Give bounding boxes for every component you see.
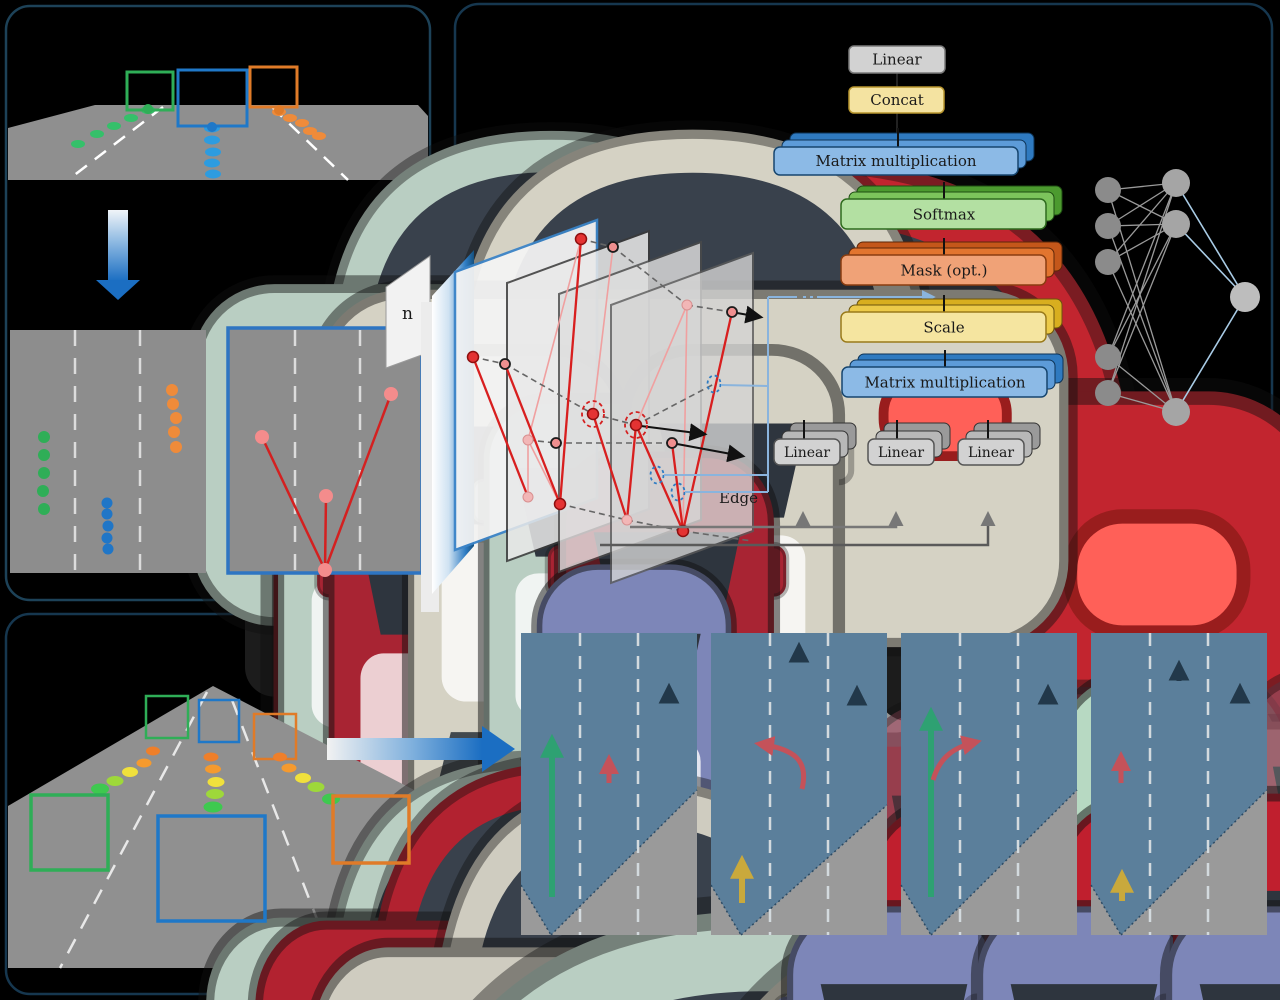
block-linear-top xyxy=(848,45,946,74)
lane-line xyxy=(271,106,349,181)
svg-text:Linear: Linear xyxy=(878,445,924,461)
highlight-circle-blue xyxy=(670,482,686,502)
predicted-lane-change-arrow xyxy=(930,735,982,781)
edge-bracket xyxy=(664,290,936,493)
anchor-green xyxy=(143,104,153,114)
block-linear-top-label: Linear xyxy=(872,51,922,69)
bbox-blue-far xyxy=(197,698,241,744)
topdown-graph-view xyxy=(226,326,852,1000)
edge-label: Edge xyxy=(719,489,758,507)
network-output-node xyxy=(1230,282,1260,312)
anchor-blue xyxy=(207,122,217,132)
highlight-circle-red xyxy=(581,400,605,428)
svg-text:Matrix multiplication: Matrix multiplication xyxy=(815,152,976,170)
scenario-panel-4 xyxy=(1090,633,1268,936)
topdown-history-view xyxy=(10,330,635,1000)
graph-edges xyxy=(260,393,393,571)
bbox-orange-near xyxy=(331,794,411,865)
block-linear-q: Linear xyxy=(773,420,857,466)
svg-text:Scale: Scale xyxy=(923,319,964,337)
predicted-lane-change-arrow xyxy=(754,736,807,790)
lane-line xyxy=(67,106,164,181)
highlight-circle-red xyxy=(624,411,648,439)
block-linear-v: Linear xyxy=(957,420,1041,466)
bbox-blue-near xyxy=(156,814,267,923)
plane-text-fragment: n xyxy=(402,304,413,324)
block-concat-label: Concat xyxy=(870,91,924,109)
block-matmul-bottom: Matrix multiplication xyxy=(841,350,1064,398)
highlight-circle-blue xyxy=(706,374,722,394)
trail-left xyxy=(91,746,160,795)
trail-center xyxy=(203,752,225,813)
scenario-panel-2 xyxy=(710,633,1280,1000)
scenario-panel-3 xyxy=(900,633,1280,1000)
history-dots-orange xyxy=(166,384,182,453)
graph-nodes xyxy=(255,387,398,577)
bbox-green-near xyxy=(29,793,110,872)
svg-text:Linear: Linear xyxy=(968,445,1014,461)
right-arrow xyxy=(327,726,515,772)
block-mask: Mask (opt.) xyxy=(840,238,1063,286)
attention-graph-planes: n xyxy=(385,218,936,612)
network-input-nodes xyxy=(1095,177,1121,406)
highlight-circle-blue xyxy=(649,465,665,485)
bbox-orange xyxy=(248,65,299,109)
bbox-green-far xyxy=(144,694,190,740)
camera-scene xyxy=(8,65,1280,1000)
svg-text:Linear: Linear xyxy=(784,445,830,461)
svg-text:Softmax: Softmax xyxy=(913,206,976,224)
svg-text:Matrix multiplication: Matrix multiplication xyxy=(864,374,1025,392)
attention-vectors xyxy=(640,305,764,463)
attention-op-blocks: Linear Concat Matrix multiplication Soft… xyxy=(773,45,1064,466)
trail-right xyxy=(273,752,340,805)
graph-strong-edges xyxy=(471,238,734,532)
anchor-orange xyxy=(274,105,284,115)
scenario-panel-1 xyxy=(520,633,1189,1000)
input-connectors xyxy=(600,511,996,547)
block-matmul-top: Matrix multiplication xyxy=(773,128,1035,176)
network-edges-blue xyxy=(1175,182,1246,413)
block-concat xyxy=(848,86,945,114)
history-dots-green xyxy=(37,431,50,515)
svg-text:Mask (opt.): Mask (opt.) xyxy=(901,262,988,280)
history-dots-blue xyxy=(101,497,114,555)
graph-plane-4 xyxy=(610,251,754,585)
prediction-scene xyxy=(8,686,1280,1000)
network-hidden-nodes xyxy=(1162,169,1190,426)
block-linear-k: Linear xyxy=(867,420,951,466)
block-scale: Scale xyxy=(840,295,1063,343)
output-network xyxy=(1095,169,1260,426)
lane-line xyxy=(58,691,209,969)
down-arrow xyxy=(96,210,140,300)
block-softmax: Softmax xyxy=(840,182,1063,230)
